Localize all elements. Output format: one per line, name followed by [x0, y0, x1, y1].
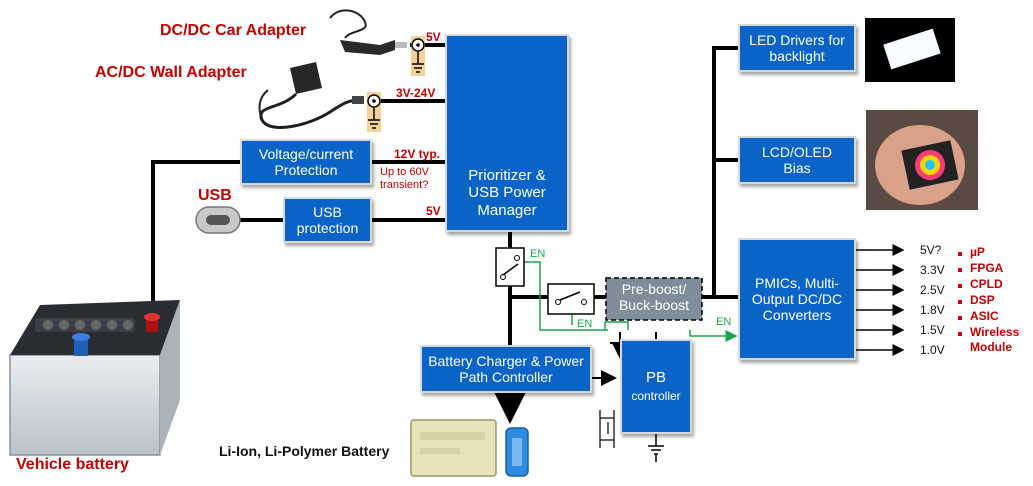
en-label-3: EN — [716, 316, 732, 328]
vehicle-voltage-label: 12V typ. — [394, 147, 441, 161]
car-adapter-icon — [329, 9, 407, 55]
vehicle-battery-icon — [9, 300, 180, 456]
car-adapter-label: DC/DC Car Adapter — [160, 22, 307, 39]
vehicle-battery-label: Vehicle battery — [16, 456, 129, 473]
dc-jack-wall — [367, 92, 381, 132]
load-0: µP — [970, 245, 985, 259]
usb-label: USB — [198, 187, 232, 204]
lcd-bias-block: LCD/OLED Bias — [738, 136, 856, 184]
transient-label: Up to 60V transient? — [380, 166, 429, 192]
load-1: FPGA — [970, 261, 1004, 275]
output-4: 1.5V — [920, 323, 945, 337]
dc-jack-car — [411, 36, 425, 76]
pushbutton-icon — [599, 410, 615, 448]
output-3: 1.8V — [920, 303, 945, 317]
usb-protection-block: USB protection — [283, 197, 372, 243]
pmic-label: PMICs, Multi-Output DC/DC Converters — [751, 274, 843, 324]
li-battery-icon — [410, 419, 529, 477]
car-voltage-label: 5V — [426, 30, 441, 44]
oled-display-image — [866, 110, 978, 210]
en-label-2: EN — [577, 318, 593, 330]
pb-label: PB — [645, 368, 666, 386]
output-5: 1.0V — [920, 343, 945, 357]
led-drivers-label: LED Drivers for backlight — [749, 31, 845, 64]
lcd-bias-label: LCD/OLED Bias — [761, 143, 833, 176]
switch-1 — [495, 247, 525, 287]
switch-2 — [547, 283, 595, 315]
output-1: 3.3V — [920, 263, 945, 277]
pmic-block: PMICs, Multi-Output DC/DC Converters — [738, 238, 856, 360]
load-5: Wireless Module — [970, 325, 1020, 354]
output-2: 2.5V — [920, 283, 945, 297]
preboost-box — [605, 277, 703, 321]
protection-block: Voltage/current Protection — [240, 139, 372, 185]
pb-controller-label: controller — [631, 389, 681, 404]
load-bullets — [958, 252, 962, 336]
usb-protection-label: USB protection — [296, 203, 359, 236]
prioritizer-block: Prioritizer & USB Power Manager — [445, 34, 569, 232]
led-backlight-image — [865, 18, 955, 82]
pb-controller-block: PB controller — [620, 339, 692, 434]
charger-label: Battery Charger & Power Path Controller — [428, 352, 584, 385]
preboost-label: Pre-boost/ Buck-boost — [618, 281, 690, 314]
usb-connector-icon — [195, 206, 241, 234]
led-drivers-block: LED Drivers for backlight — [738, 24, 856, 72]
wall-adapter-label: AC/DC Wall Adapter — [95, 64, 247, 81]
output-arrows — [853, 244, 905, 356]
li-battery-label: Li-Ion, Li-Polymer Battery — [219, 443, 390, 459]
charger-block: Battery Charger & Power Path Controller — [420, 345, 592, 393]
en-label-1: EN — [530, 248, 546, 260]
output-0: 5V? — [920, 243, 942, 257]
ground-icon — [648, 434, 664, 462]
usb-voltage-label: 5V — [426, 204, 441, 218]
wall-voltage-label: 3V-24V — [396, 86, 436, 100]
prioritizer-label: Prioritizer & USB Power Manager — [468, 167, 546, 219]
load-4: ASIC — [970, 309, 999, 323]
wall-adapter-icon — [258, 62, 364, 129]
load-2: CPLD — [970, 277, 1003, 291]
protection-label: Voltage/current Protection — [258, 145, 354, 178]
load-3: DSP — [970, 293, 995, 307]
power-wires — [151, 43, 738, 424]
